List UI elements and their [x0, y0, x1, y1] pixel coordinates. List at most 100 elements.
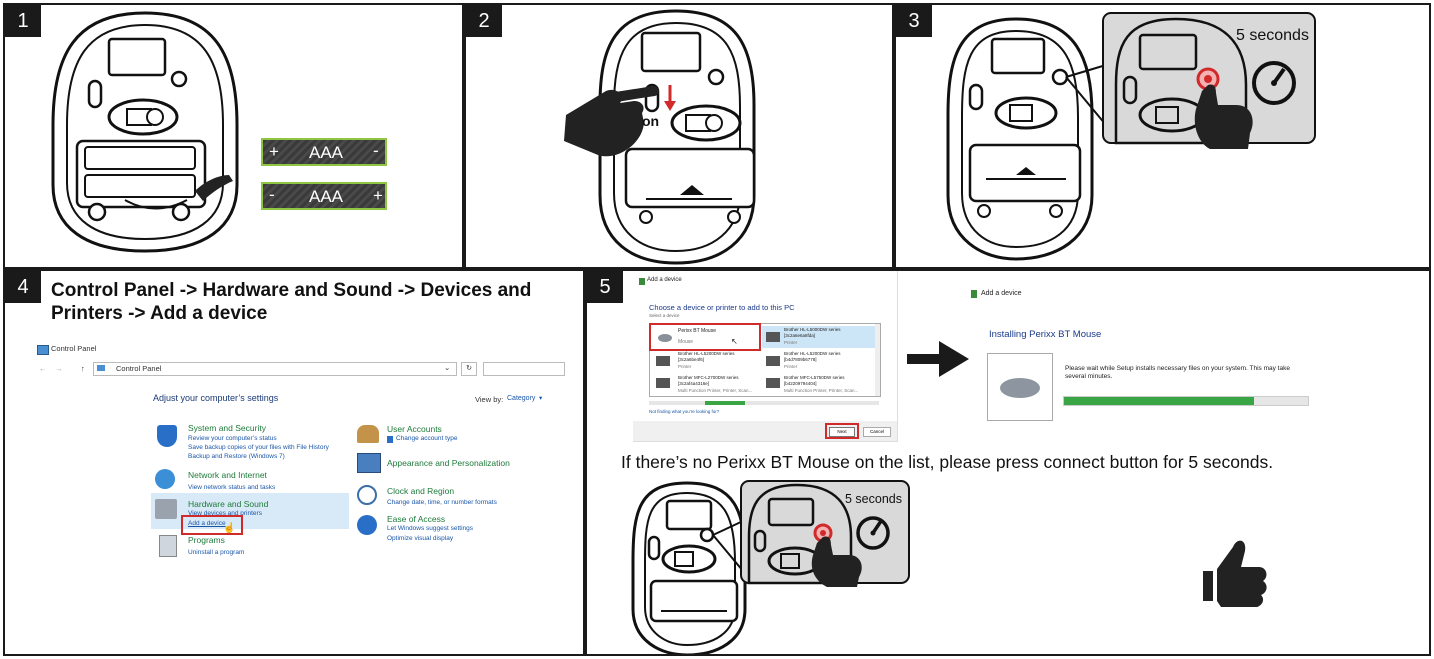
dialog-title: Add a device	[647, 277, 682, 283]
device-id: [3c2a6be4f6]	[678, 357, 705, 362]
globe-icon	[155, 469, 175, 489]
mouse-power-switch-illustration	[564, 9, 756, 265]
device-id: [b4d7809b6778]	[784, 357, 817, 362]
next-button-highlight-box	[825, 423, 859, 439]
programs-icon	[159, 535, 177, 557]
device-name: Brother HL-L5200DW series	[784, 351, 841, 356]
list-scrollbar[interactable]	[875, 324, 880, 396]
mouse-icon	[1000, 378, 1040, 398]
link-uninstall-program[interactable]: Uninstall a program	[188, 549, 245, 556]
breadcrumb-label: Control Panel	[116, 364, 162, 373]
control-panel-window: Control Panel ← → ↑ Control Panel ⌄ ↻ Ad…	[35, 343, 565, 643]
chevron-down-icon[interactable]: ⌄	[444, 363, 451, 372]
device-list-item[interactable]: Brother HL-L5200DW series [b4d7809b6778]…	[762, 350, 876, 372]
fallback-instruction: If there’s no Perixx BT Mouse on the lis…	[621, 452, 1274, 472]
step-4-panel: 4 Control Panel -> Hardware and Sound ->…	[3, 269, 585, 656]
step-4-title-line-2: Printers -> Add a device	[51, 303, 268, 324]
category-hardware-and-sound[interactable]: Hardware and Sound	[188, 499, 269, 509]
cancel-button[interactable]: Cancel	[863, 427, 891, 437]
hand-pointer-icon: ☝	[223, 523, 236, 534]
battery-right-sign: -	[373, 141, 379, 160]
step-3-panel: 3 5 seconds	[894, 3, 1431, 269]
printer-icon	[656, 378, 670, 388]
install-progress-track	[1063, 396, 1309, 406]
link-file-history[interactable]: Save backup copies of your files with Fi…	[188, 444, 329, 451]
battery-type-label: AAA	[309, 187, 344, 206]
users-icon	[357, 425, 379, 443]
step-5-panel: 5 Add a device Choose a device or printe…	[585, 269, 1431, 656]
back-arrow-icon[interactable]: ←	[39, 364, 47, 373]
refresh-icon[interactable]: ↻	[461, 362, 477, 376]
step-number: 5	[587, 271, 623, 303]
mouse-underside-battery-illustration	[51, 11, 239, 253]
step-2-panel: 2 on	[464, 3, 894, 269]
device-list-item[interactable]: Perixx BT Mouse Mouse	[652, 326, 756, 348]
control-panel-icon	[97, 365, 105, 371]
device-list-item[interactable]: Brother MFC-L5750DW series [b42209794404…	[762, 374, 876, 394]
step-number: 3	[896, 5, 932, 37]
device-type: Printer	[784, 340, 798, 345]
forward-arrow-icon[interactable]: →	[55, 364, 63, 373]
dialog-sub-prompt: Select a device	[649, 313, 680, 318]
category-network-and-internet[interactable]: Network and Internet	[188, 470, 267, 480]
breadcrumb[interactable]: Control Panel ⌄	[93, 362, 457, 376]
device-name: Brother HL-L5200DW series	[678, 351, 735, 356]
power-switch-label: on	[642, 113, 660, 129]
add-device-icon	[971, 290, 977, 298]
battery-right-sign: +	[373, 186, 383, 205]
link-date-time-formats[interactable]: Change date, time, or number formats	[387, 499, 497, 506]
monitor-icon	[357, 453, 381, 473]
mouse-icon	[658, 334, 672, 342]
adjust-heading: Adjust your computer’s settings	[153, 393, 279, 403]
not-finding-link[interactable]: Not finding what you’re looking for?	[649, 409, 720, 414]
installing-window: Add a device Installing Perixx BT Mouse …	[967, 285, 1327, 435]
perixx-mouse-highlight-box	[649, 323, 761, 351]
link-optimize-display[interactable]: Optimize visual display	[387, 535, 454, 542]
view-by-label: View by:	[475, 395, 504, 404]
link-network-status[interactable]: View network status and tasks	[188, 484, 276, 491]
category-appearance[interactable]: Appearance and Personalization	[387, 458, 510, 468]
clock-icon	[357, 485, 377, 505]
device-type: Mouse	[678, 339, 694, 345]
installing-heading: Installing Perixx BT Mouse	[989, 329, 1102, 340]
up-arrow-icon[interactable]: ↑	[81, 364, 85, 373]
add-device-icon	[639, 278, 645, 285]
device-image-box	[987, 353, 1053, 421]
view-by-dropdown[interactable]: Category	[507, 395, 536, 402]
device-type: Multi Function Printer, Printer, Scan...	[784, 388, 859, 393]
category-clock-and-region[interactable]: Clock and Region	[387, 486, 455, 496]
dialog-prompt: Choose a device or printer to add to thi…	[649, 303, 795, 312]
step-1-panel: 1 + AAA - - AAA +	[3, 3, 464, 269]
install-progress-fill	[1064, 397, 1255, 405]
category-ease-of-access[interactable]: Ease of Access	[387, 514, 446, 524]
category-user-accounts[interactable]: User Accounts	[387, 424, 442, 434]
printer-icon	[656, 356, 670, 366]
shield-icon	[157, 425, 177, 447]
link-change-account-type[interactable]: Change account type	[396, 435, 458, 442]
step-number: 2	[466, 5, 502, 37]
link-review-status[interactable]: Review your computer’s status	[188, 435, 277, 442]
battery-type-label: AAA	[309, 143, 344, 162]
link-suggest-settings[interactable]: Let Windows suggest settings	[387, 525, 473, 532]
device-list-item[interactable]: Brother HL-L5200DW series [3c2a6be4f6] P…	[652, 350, 756, 372]
category-programs[interactable]: Programs	[188, 535, 225, 545]
device-list-item[interactable]: Brother HL-L5000DW series [3c2a6e6a8fda]…	[762, 326, 876, 348]
link-view-devices-printers[interactable]: View devices and printers	[188, 510, 262, 517]
search-input[interactable]	[483, 362, 565, 376]
add-device-highlight-box	[181, 515, 243, 535]
shield-icon	[387, 436, 393, 443]
device-list-item[interactable]: Brother MFC-L2700DW series [3c2af4a4316e…	[652, 374, 756, 394]
device-type: Multi Function Printer, Printer, Scan...	[678, 388, 753, 393]
control-panel-app-icon	[37, 345, 49, 355]
chevron-down-icon[interactable]: ▾	[539, 395, 543, 402]
step-number: 1	[5, 5, 41, 37]
category-system-and-security[interactable]: System and Security	[188, 423, 266, 433]
printer-icon	[766, 332, 780, 342]
add-device-dialog: Add a device Choose a device or printer …	[633, 271, 898, 442]
next-button[interactable]: Next	[829, 427, 855, 437]
link-backup-restore[interactable]: Backup and Restore (Windows 7)	[188, 453, 285, 460]
dialog-footer: Next Cancel	[633, 421, 897, 441]
battery-left-sign: -	[269, 185, 275, 204]
link-add-a-device[interactable]: Add a device	[188, 520, 226, 527]
battery-left-sign: +	[269, 142, 279, 161]
